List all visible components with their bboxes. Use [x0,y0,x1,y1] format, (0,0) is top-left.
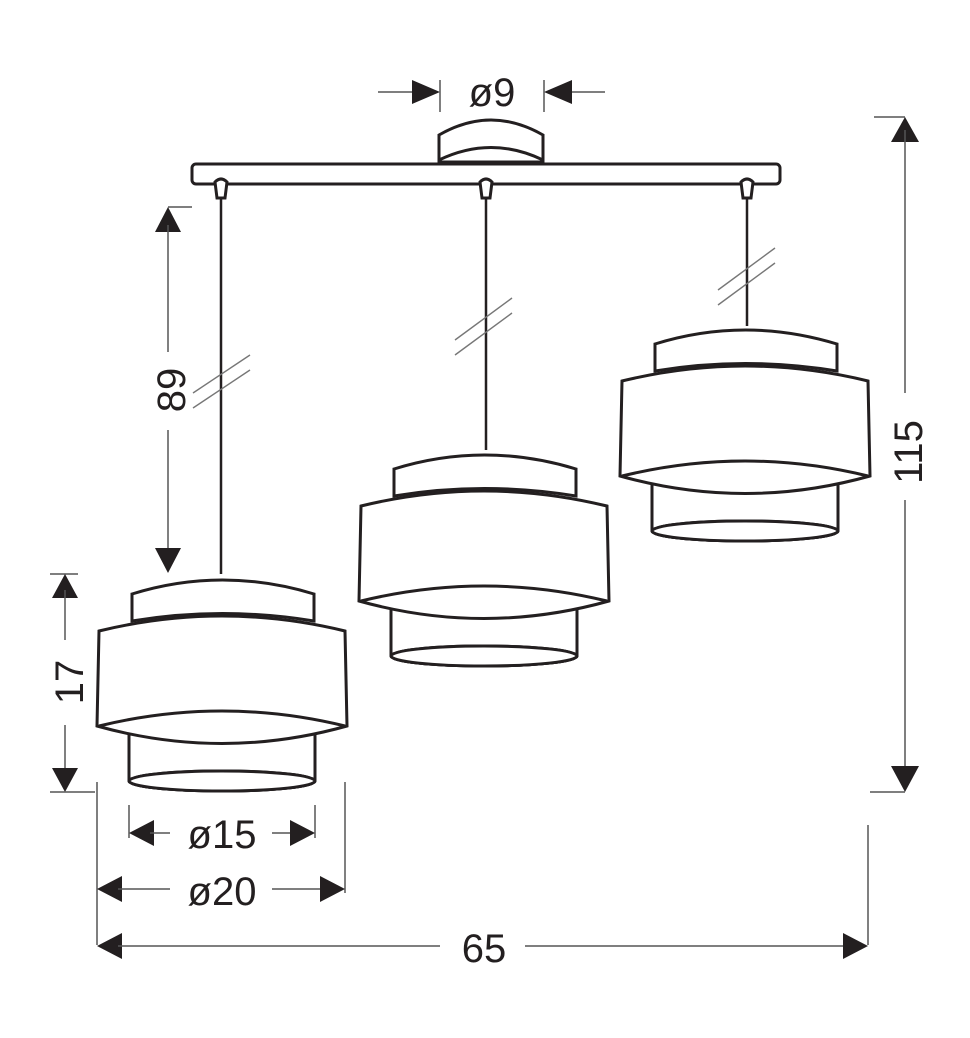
dimension-outer-diameter: ø20 [96,782,346,945]
dimension-shade-height: 17 [48,573,95,793]
cable-break-marks [192,247,776,409]
label-inner-diameter: ø15 [188,813,257,857]
dimension-canopy-diameter: ø9 [378,71,605,115]
ceiling-canopy [437,118,545,164]
tiered-shade-right [618,328,872,543]
label-canopy-diameter: ø9 [469,71,516,115]
tiered-shade-center [357,453,611,668]
label-outer-diameter: ø20 [188,870,257,914]
dimension-total-height: 115 [870,116,931,793]
label-total-height: 115 [887,420,931,484]
dimension-drop-length: 89 [150,206,194,573]
label-total-width: 65 [462,927,507,971]
suspension-cables [219,198,749,574]
dimension-inner-diameter: ø15 [128,805,316,857]
cable-connectors [213,177,755,200]
label-shade-height: 17 [48,660,92,705]
dimension-total-width: 65 [97,825,869,971]
tiered-shade-left [95,578,349,793]
label-drop-length: 89 [150,368,194,413]
